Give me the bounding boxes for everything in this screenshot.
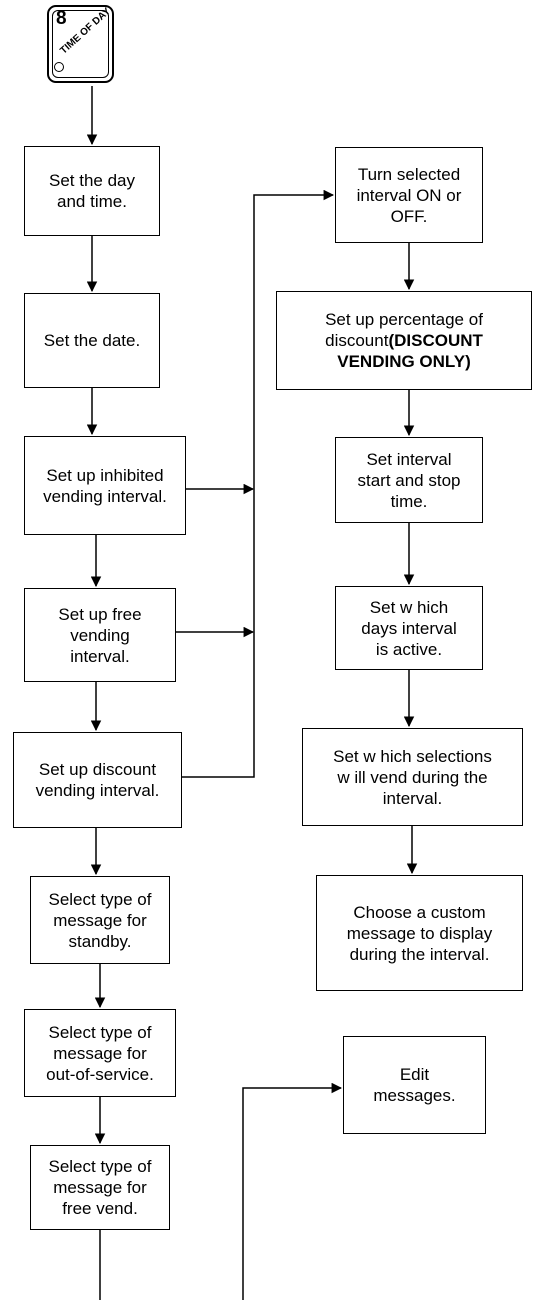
step-label: Set up inhibited vending interval. — [43, 465, 167, 506]
step-label: Set up discount vending interval. — [35, 760, 160, 800]
step-label: Set w hich days interval is active. — [361, 597, 457, 659]
step-interval-start-stop: Set interval start and stop time. — [335, 437, 483, 523]
badge-number: 8 — [56, 8, 67, 29]
badge-circle-icon — [54, 62, 64, 72]
step-label: Select type of message for standby. — [48, 889, 152, 951]
step-out-of-service-message: Select type of message for out-of-servic… — [24, 1009, 176, 1097]
step-discount-interval: Set up discount vending interval. — [13, 732, 182, 828]
step-vend-selections: Set w hich selections w ill vend during … — [302, 728, 523, 826]
step-label: Edit messages. — [373, 1065, 456, 1105]
step-edit-messages: Edit messages. — [343, 1036, 486, 1134]
step-set-day-time: Set the day and time. — [24, 146, 160, 236]
arrow-edit-messages — [242, 1082, 343, 1300]
step-label: Select type of message for free vend. — [48, 1157, 152, 1218]
step-label: Set up percentage of discount(DISCOUNT V… — [325, 309, 483, 372]
step-standby-message: Select type of message for standby. — [30, 876, 170, 964]
step-days-active: Set w hich days interval is active. — [335, 586, 483, 670]
step-label: Select type of message for out-of-servic… — [46, 1022, 154, 1084]
step-label: Set interval start and stop time. — [357, 449, 461, 511]
step-label: Set w hich selections w ill vend during … — [333, 746, 492, 808]
step-percentage-discount: Set up percentage of discount(DISCOUNT V… — [276, 291, 532, 390]
step-set-date: Set the date. — [24, 293, 160, 388]
step-label: Set up free vending interval. — [58, 604, 142, 666]
time-of-day-badge: 8 TIME OF DAY — [47, 5, 114, 83]
step-inhibited-interval: Set up inhibited vending interval. — [24, 436, 186, 535]
step-label: Set the date. — [43, 331, 141, 350]
branch-trunk-line — [182, 189, 335, 778]
step-label: Turn selected interval ON or OFF. — [356, 164, 462, 226]
percentage-text: Set up percentage of discount — [325, 310, 483, 350]
badge-inner-frame — [52, 10, 109, 78]
step-label: Set the day and time. — [48, 171, 135, 211]
discount-only-note: (DISCOUNT VENDING ONLY) — [337, 331, 483, 371]
step-free-interval: Set up free vending interval. — [24, 588, 176, 682]
step-label: Choose a custom message to display durin… — [346, 902, 493, 964]
step-turn-interval-on-off: Turn selected interval ON or OFF. — [335, 147, 483, 243]
step-free-vend-message: Select type of message for free vend. — [30, 1145, 170, 1230]
step-custom-message: Choose a custom message to display durin… — [316, 875, 523, 991]
